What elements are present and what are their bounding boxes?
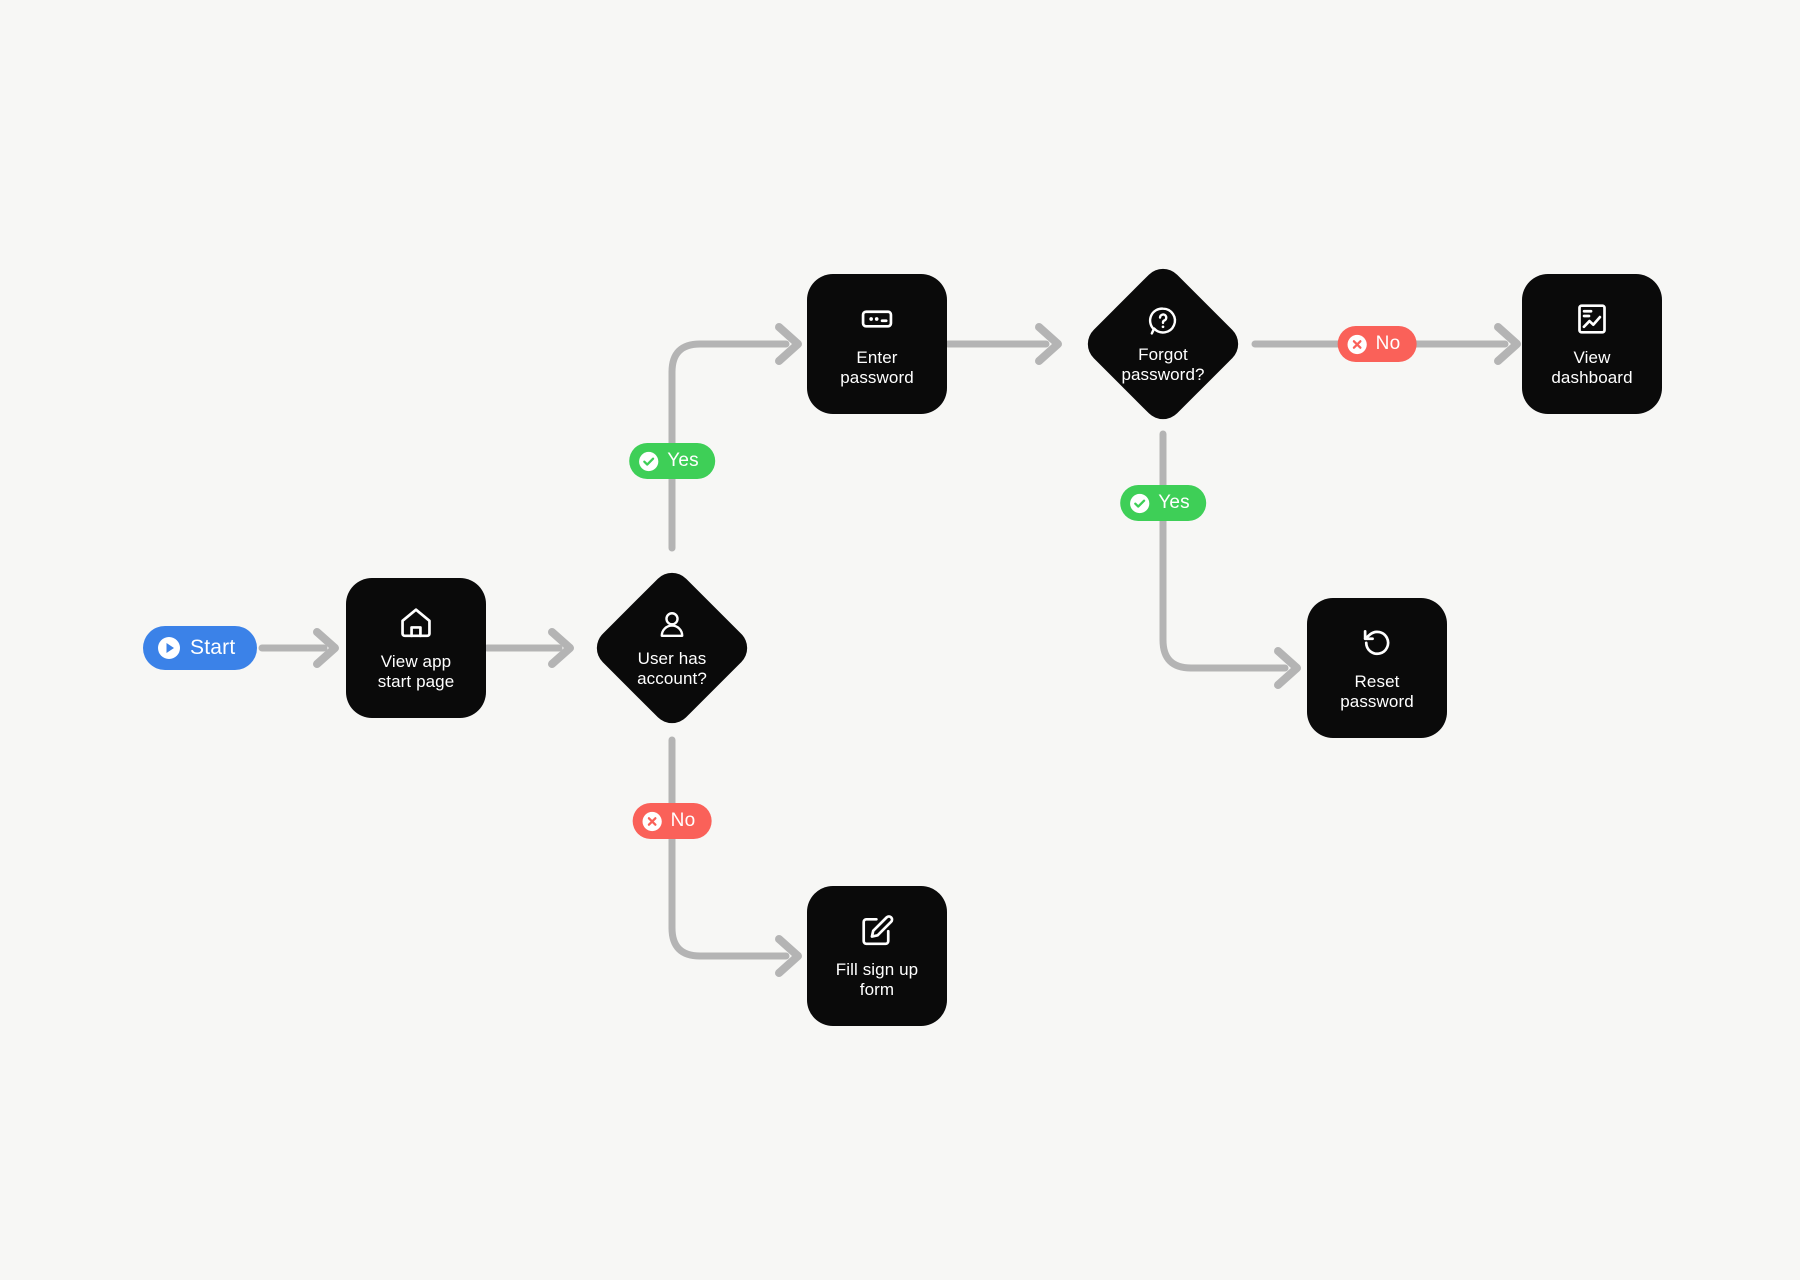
- edge-user-has-account-yes: [668, 323, 802, 552]
- node-view-dashboard-line1: View: [1573, 348, 1611, 367]
- edit-square-icon: [858, 912, 896, 950]
- node-reset-password-line2: password: [1340, 692, 1414, 711]
- node-user-has-account-line1: User has: [637, 648, 707, 668]
- question-bubble-icon: [1146, 304, 1180, 338]
- node-user-has-account-line2: account?: [637, 668, 707, 688]
- home-icon: [397, 604, 435, 642]
- edge-view-app-to-user-has-account: [483, 628, 574, 668]
- node-user-has-account[interactable]: User has account?: [588, 564, 756, 732]
- node-forgot-password-line2: password?: [1121, 364, 1205, 384]
- edge-label-text: Yes: [667, 450, 699, 471]
- edge-label-user-has-account-yes[interactable]: Yes: [629, 443, 715, 479]
- report-chart-icon: [1573, 300, 1611, 338]
- check-circle-icon: [638, 451, 659, 472]
- edge-enter-password-to-forgot: [944, 323, 1062, 365]
- node-fill-sign-up-form-line2: form: [859, 980, 895, 999]
- node-reset-password[interactable]: Reset password: [1307, 598, 1447, 738]
- node-view-app-start-page-line1: View app: [380, 652, 452, 671]
- start-node[interactable]: Start: [143, 626, 258, 670]
- node-fill-sign-up-form[interactable]: Fill sign up form: [807, 886, 947, 1026]
- node-view-app-start-page[interactable]: View app start page: [346, 578, 486, 718]
- edge-label-text: No: [1375, 333, 1401, 354]
- edge-forgot-password-yes: [1159, 430, 1301, 689]
- edge-label-text: Yes: [1158, 492, 1190, 513]
- rotate-ccw-icon: [1358, 624, 1396, 662]
- node-view-app-start-page-line2: start page: [377, 672, 455, 691]
- node-enter-password-line2: password: [840, 368, 914, 387]
- password-field-icon: [858, 300, 896, 338]
- x-circle-icon: [642, 811, 663, 832]
- x-circle-icon: [1347, 334, 1368, 355]
- node-view-dashboard[interactable]: View dashboard: [1522, 274, 1662, 414]
- node-fill-sign-up-form-line1: Fill sign up: [835, 960, 919, 979]
- edge-start-to-view-app: [258, 628, 339, 668]
- node-reset-password-line1: Reset: [1354, 672, 1400, 691]
- node-enter-password[interactable]: Enter password: [807, 274, 947, 414]
- start-node-label: Start: [190, 636, 236, 659]
- diamond-content: User has account?: [589, 565, 755, 731]
- play-circle-icon: [157, 636, 181, 660]
- edge-label-text: No: [670, 810, 696, 831]
- check-circle-icon: [1129, 493, 1150, 514]
- node-view-dashboard-line2: dashboard: [1551, 368, 1633, 387]
- edge-label-user-has-account-no[interactable]: No: [632, 803, 712, 839]
- diamond-content: Forgot password?: [1080, 261, 1246, 427]
- node-forgot-password-line1: Forgot: [1138, 344, 1188, 364]
- edge-user-has-account-no: [668, 736, 802, 977]
- node-forgot-password[interactable]: Forgot password?: [1079, 260, 1247, 428]
- node-enter-password-line1: Enter: [856, 348, 898, 367]
- edge-label-forgot-password-yes[interactable]: Yes: [1120, 485, 1206, 521]
- edge-label-forgot-password-no[interactable]: No: [1337, 326, 1417, 362]
- user-icon: [655, 608, 689, 642]
